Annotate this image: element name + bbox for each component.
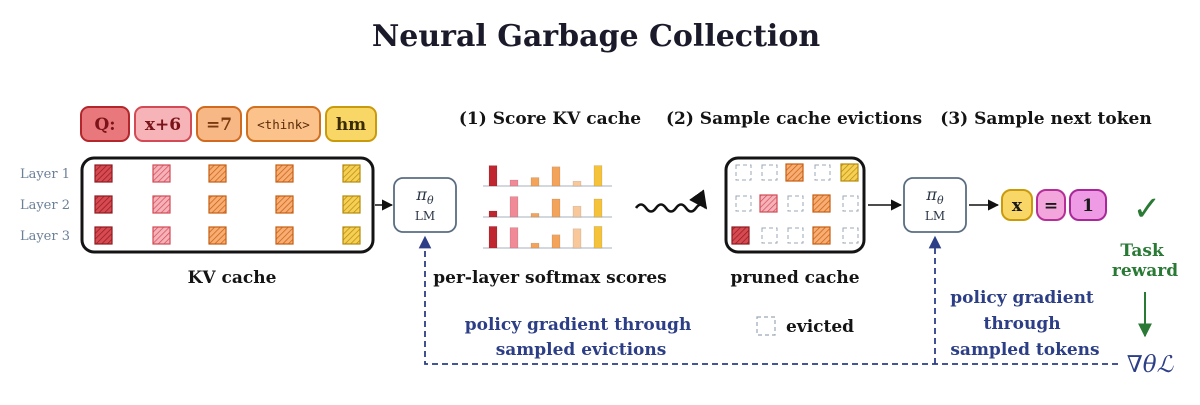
softmax-bar <box>530 177 540 187</box>
kept-cell <box>812 226 831 245</box>
softmax-scores-label: per-layer softmax scores <box>433 268 667 288</box>
softmax-bar <box>488 165 498 187</box>
kv-cell <box>94 226 113 245</box>
kept-cell <box>759 194 778 213</box>
kept-cell <box>840 163 859 182</box>
lm-block: πθ LM <box>393 177 457 233</box>
evicted-cell <box>787 195 804 212</box>
kv-cell <box>152 226 171 245</box>
step-score-heading: (1) Score KV cache <box>459 109 641 129</box>
kv-cell <box>342 195 361 214</box>
output-token: = <box>1036 189 1066 221</box>
pruned-cache-grid <box>731 163 859 245</box>
diagram-title: Neural Garbage Collection <box>372 19 820 54</box>
softmax-bar <box>509 196 519 218</box>
evicted-cell <box>735 195 752 212</box>
softmax-bar <box>572 205 582 218</box>
kv-cell <box>208 226 227 245</box>
softmax-bar <box>509 227 519 249</box>
kv-cell <box>275 226 294 245</box>
layer-label: Layer 2 <box>20 198 70 213</box>
softmax-bar <box>551 166 561 187</box>
softmax-bar <box>530 213 540 218</box>
kv-cell <box>152 164 171 183</box>
svg-text:<think>: <think> <box>257 117 310 132</box>
softmax-bar <box>593 226 603 249</box>
softmax-bar <box>551 234 561 249</box>
evicted-cell <box>761 164 778 181</box>
evicted-cell <box>814 164 831 181</box>
layer-label: Layer 3 <box>20 229 70 244</box>
kv-cell <box>275 195 294 214</box>
step-evict-heading: (2) Sample cache evictions <box>666 109 922 129</box>
wavy-arrow <box>634 189 708 213</box>
svg-text:πθ: πθ <box>415 185 434 207</box>
input-token: Q: <box>80 106 130 142</box>
output-token: x <box>1001 189 1033 221</box>
gradient-loss-symbol: ∇θℒ <box>1127 352 1174 378</box>
lm-block: πθ LM <box>903 177 967 233</box>
evicted-cell <box>761 227 778 244</box>
svg-text:πθ: πθ <box>925 185 944 207</box>
svg-text:Q:: Q: <box>94 115 115 135</box>
policy-gradient-path <box>418 235 1118 365</box>
kv-cell <box>152 195 171 214</box>
kept-cell <box>785 163 804 182</box>
step-sample-heading: (3) Sample next token <box>940 109 1151 129</box>
input-token: =7 <box>196 106 242 142</box>
kv-cache-box <box>80 156 375 254</box>
softmax-bar <box>593 198 603 218</box>
softmax-bar <box>530 242 540 249</box>
svg-text:LM: LM <box>925 209 945 223</box>
input-token: hm <box>325 106 377 142</box>
kept-cell <box>812 194 831 213</box>
pg-tokens-label: policy gradient through sampled tokens <box>950 288 1099 360</box>
softmax-bar <box>593 165 603 187</box>
kv-cache-grid <box>94 164 361 245</box>
svg-text:x: x <box>1012 196 1023 216</box>
kv-cell <box>275 164 294 183</box>
kv-cell <box>208 164 227 183</box>
evicted-legend-label: evicted <box>786 317 854 337</box>
pruned-cache-label: pruned cache <box>730 268 859 288</box>
input-token: x+6 <box>134 106 192 142</box>
kept-cell <box>731 226 750 245</box>
pg-evictions-label: policy gradient through sampled eviction… <box>465 315 697 360</box>
evicted-cell <box>842 227 859 244</box>
kv-cell <box>208 195 227 214</box>
input-token-row: Q: x+6 =7 <think> hm <box>80 106 377 142</box>
svg-text:1: 1 <box>1082 196 1094 216</box>
softmax-bar <box>488 210 498 218</box>
input-token: <think> <box>246 106 321 142</box>
output-token-row: x = 1 <box>1001 189 1107 221</box>
softmax-bar <box>488 226 498 249</box>
output-token: 1 <box>1069 189 1107 221</box>
softmax-bar-chart <box>483 165 612 249</box>
softmax-bar <box>551 198 561 218</box>
checkmark-icon: ✓ <box>1133 189 1162 229</box>
evicted-legend-icon <box>756 316 776 336</box>
layer-label: Layer 1 <box>20 167 70 182</box>
kv-cell <box>94 164 113 183</box>
svg-text:hm: hm <box>336 115 366 135</box>
kv-cache-label: KV cache <box>188 268 277 288</box>
kv-cell <box>94 195 113 214</box>
evicted-cell <box>735 164 752 181</box>
svg-text:LM: LM <box>415 209 435 223</box>
softmax-bar <box>572 228 582 249</box>
svg-text:x+6: x+6 <box>145 115 181 135</box>
task-reward-label: Task reward <box>1112 241 1178 281</box>
softmax-bar <box>572 180 582 187</box>
kv-cell <box>342 226 361 245</box>
softmax-bar <box>509 179 519 187</box>
evicted-cell <box>842 195 859 212</box>
evicted-cell <box>787 227 804 244</box>
svg-text:=7: =7 <box>206 115 232 135</box>
svg-text:=: = <box>1044 196 1058 216</box>
kv-cell <box>342 164 361 183</box>
